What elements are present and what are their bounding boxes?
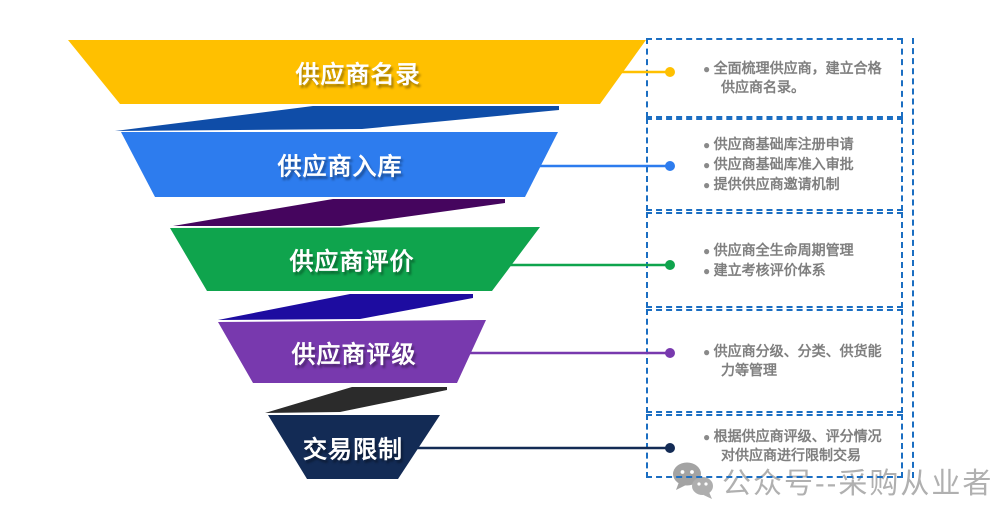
callout-level-4: 供应商分级、分类、供货能力等管理 (646, 309, 903, 413)
wechat-icon (673, 462, 713, 499)
callout-bullet: 供应商分级、分类、供货能力等管理 (703, 342, 895, 380)
funnel-fold-4 (265, 387, 447, 413)
watermark: 公众号--采购从业者 (672, 460, 993, 502)
callout-level-3-list: 供应商全生命周期管理 建立考核评价体系 (648, 240, 860, 281)
funnel-level-4-label: 供应商评级 (291, 341, 417, 369)
funnel-level-2-label: 供应商入库 (277, 153, 403, 181)
callout-outer-dashed-line (912, 38, 914, 478)
callout-level-1-list: 全面梳理供应商，建立合格供应商名录。 (648, 58, 901, 98)
callout-bullet: 全面梳理供应商，建立合格供应商名录。 (703, 59, 895, 97)
funnel-level-3-label: 供应商评价 (289, 248, 415, 276)
callout-level-2-list: 供应商基础库注册申请 供应商基础库准入审批 提供供应商邀请机制 (648, 134, 860, 195)
funnel-fold-1 (115, 106, 559, 131)
funnel-level-1-label: 供应商名录 (295, 61, 421, 89)
watermark-text: 公众号--采购从业者 (722, 468, 994, 500)
callout-bullet: 供应商基础库准入审批 (703, 155, 854, 174)
callout-bullet: 供应商全生命周期管理 (703, 241, 854, 260)
funnel-level-5-label: 交易限制 (303, 436, 403, 464)
callout-level-5: 根据供应商评级、评分情况对供应商进行限制交易 (646, 414, 903, 478)
callout-bullet: 供应商基础库注册申请 (703, 135, 854, 154)
callout-level-4-list: 供应商分级、分类、供货能力等管理 (648, 341, 901, 381)
callout-bullet: 建立考核评价体系 (703, 261, 854, 280)
callout-bullet: 提供供应商邀请机制 (703, 175, 854, 194)
callout-level-3: 供应商全生命周期管理 建立考核评价体系 (646, 212, 903, 308)
callout-level-5-list: 根据供应商评级、评分情况对供应商进行限制交易 (648, 426, 901, 466)
callout-bullet: 根据供应商评级、评分情况对供应商进行限制交易 (703, 427, 895, 465)
funnel-fold-3 (218, 294, 473, 320)
callout-level-2: 供应商基础库注册申请 供应商基础库准入审批 提供供应商邀请机制 (646, 118, 903, 211)
callout-level-1: 全面梳理供应商，建立合格供应商名录。 (646, 38, 903, 118)
funnel-fold-2 (173, 199, 505, 226)
